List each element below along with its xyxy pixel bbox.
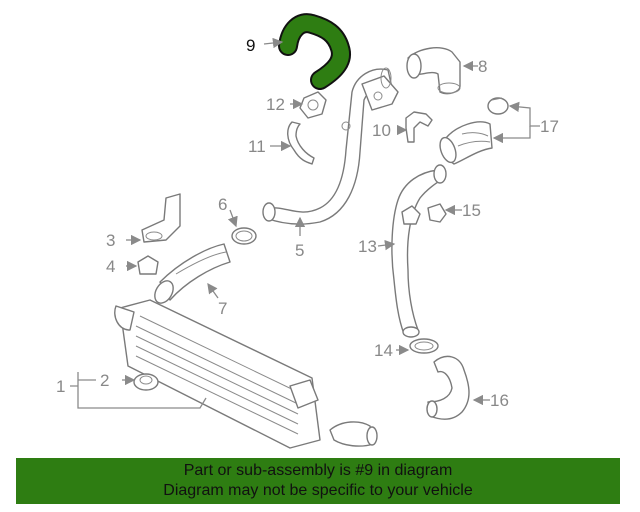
callout-11: 11 <box>248 137 266 156</box>
banner-line-2: Diagram may not be specific to your vehi… <box>163 482 473 499</box>
callout-7: 7 <box>218 299 227 318</box>
info-banner: Part or sub-assembly is #9 in diagram Di… <box>16 458 620 504</box>
callout-15: 15 <box>462 201 481 220</box>
part-17-hose[interactable] <box>437 97 509 165</box>
callout-5: 5 <box>295 241 304 260</box>
callout-8: 8 <box>478 57 487 76</box>
callout-6: 6 <box>218 195 227 214</box>
part-16-hose[interactable] <box>426 355 470 420</box>
callout-13: 13 <box>358 237 377 256</box>
part-15-connector[interactable] <box>427 203 447 223</box>
callout-12: 12 <box>266 95 285 114</box>
part-8-elbow[interactable] <box>406 47 461 95</box>
part-6-clamp[interactable] <box>231 227 257 245</box>
part-9-hose[interactable] <box>278 13 351 90</box>
callout-1: 1 <box>56 377 65 396</box>
part-1-intercooler[interactable] <box>114 299 378 449</box>
callout-3: 3 <box>106 231 115 250</box>
part-11-bracket[interactable] <box>287 121 315 165</box>
callout-17: 17 <box>540 117 559 136</box>
part-4-grommet[interactable] <box>137 255 159 275</box>
callout-16: 16 <box>490 391 509 410</box>
part-10-bracket[interactable] <box>405 111 433 143</box>
callout-4: 4 <box>106 257 115 276</box>
part-5-pipe[interactable] <box>262 67 399 225</box>
part-7-hose[interactable] <box>151 243 231 306</box>
callout-labels: 9 8 12 11 10 17 6 5 15 13 3 4 7 14 16 2 … <box>56 36 559 410</box>
callout-9: 9 <box>246 36 255 55</box>
callout-2: 2 <box>100 371 109 390</box>
part-14-clamp[interactable] <box>409 338 439 354</box>
part-12-clamp[interactable] <box>299 91 327 119</box>
part-13-hose[interactable] <box>391 164 447 338</box>
banner-line-1: Part or sub-assembly is #9 in diagram <box>183 462 453 479</box>
part-3-bracket[interactable] <box>141 193 181 243</box>
callout-14: 14 <box>374 341 393 360</box>
parts-diagram: 9 8 12 11 10 17 6 5 15 13 3 4 7 14 16 2 … <box>56 13 559 449</box>
callout-10: 10 <box>372 121 391 140</box>
part-2-grommet[interactable] <box>133 373 159 391</box>
leader-lines <box>70 37 540 409</box>
